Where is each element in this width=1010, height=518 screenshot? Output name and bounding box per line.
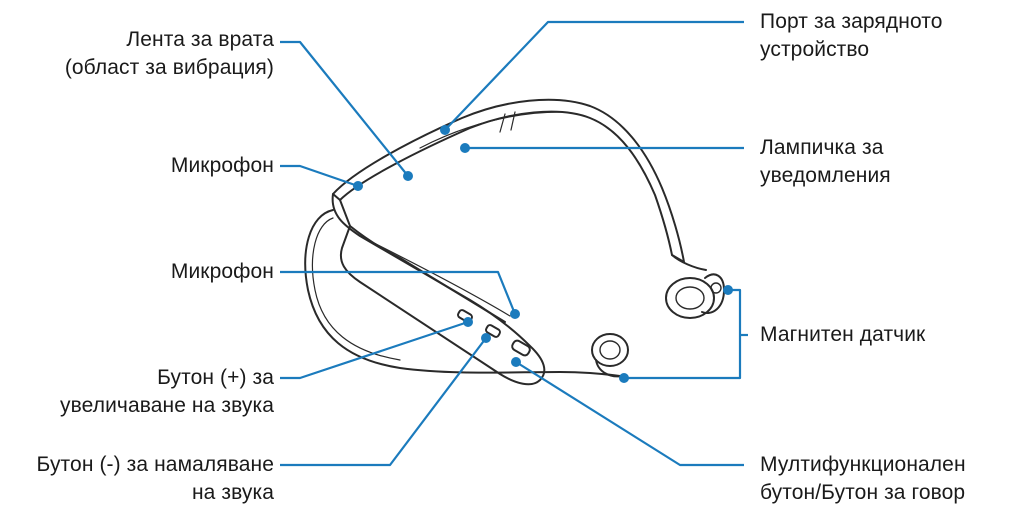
label-mic-mid: Микрофон [171,258,274,286]
dot-neck-band [403,171,413,181]
earphone-cable-left [304,209,621,377]
label-neck-band-line-1: Лента за врата [126,28,274,51]
callout-line-neck-band [280,40,409,177]
dot-magnet-cable [619,373,629,383]
callout-line-vol-down [280,337,487,467]
neck-band-outline [332,98,685,263]
label-multi-button: Мултифункционален бутон/Бутон за говор [760,451,966,507]
body-unit-top [339,199,506,323]
callout-line-mic-top [280,164,359,188]
label-vol-down-line-2: на звука [191,481,274,504]
right-earbud-shape [665,273,725,319]
neck-band-inner-line [419,111,561,149]
dot-mic-top [353,181,363,191]
neckband-headset-illustration [304,98,725,386]
label-mic-top: Микрофон [171,152,274,180]
callout-line-multi [515,361,744,467]
label-mic-top-text: Микрофон [170,154,274,177]
dot-mic-mid [510,309,520,319]
label-multi-button-line-1: Мултифункционален [760,453,966,476]
callout-dots [353,125,733,383]
dot-vol-up [463,317,473,327]
label-multi-button-line-2: бутон/Бутон за говор [760,481,966,504]
label-charge-port-line-2: устройство [760,38,870,61]
label-vol-up: Бутон (+) за увеличаване на звука [60,364,274,420]
label-notif-light-line-2: уведомления [760,164,891,187]
neck-band-groove [499,111,516,133]
label-magnet-sensor-text: Магнитен датчик [760,323,926,346]
dot-multi [511,357,521,367]
earphone-cable-right [671,254,707,271]
label-magnet-sensor: Магнитен датчик [760,321,925,349]
dot-charge-port [440,125,450,135]
dot-magnet-earbud [723,285,733,295]
label-neck-band: Лента за врата (област за вибрация) [65,26,274,82]
dot-vol-down [481,333,491,343]
button-volume-down-shape [485,324,501,338]
callout-line-magnet-top [624,288,742,380]
label-notif-light-line-1: Лампичка за [760,136,884,159]
label-charge-port-line-1: Порт за зарядното [760,10,943,33]
label-vol-down: Бутон (-) за намаляване на звука [37,451,274,507]
dot-notif-light [460,143,470,153]
label-vol-up-line-2: увеличаване на звука [60,394,274,417]
body-unit-ridge [359,235,511,317]
callout-line-charge-port [444,20,744,131]
button-multi-shape [511,339,531,357]
label-charge-port: Порт за зарядното устройство [760,8,943,64]
earphone-cable-left-inner [311,217,401,361]
label-vol-up-line-1: Бутон (+) за [157,366,274,389]
label-mic-mid-text: Микрофон [170,260,274,283]
label-notif-light: Лампичка за уведомления [760,134,891,190]
lower-earbud-shape [591,333,629,378]
label-vol-down-line-1: Бутон (-) за намаляване [36,453,274,476]
label-neck-band-line-2: (област за вибрация) [64,56,274,79]
callout-line-mic-mid [280,270,517,315]
callout-lines [280,20,748,467]
callout-line-vol-up [280,320,469,380]
